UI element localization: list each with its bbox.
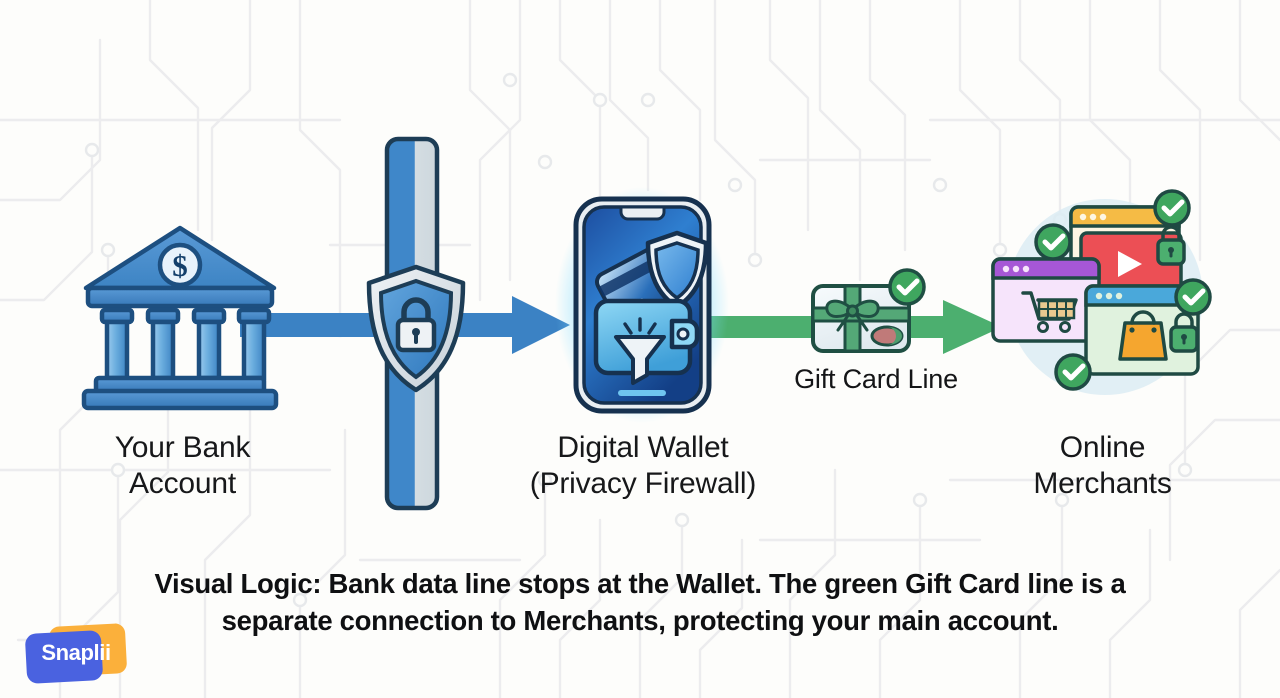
shield-lock-icon [366,264,466,393]
svg-text:$: $ [172,248,188,283]
logo-wordmark: Snaplii [41,640,111,665]
check-badge-right [1174,278,1212,316]
browser-windows-icon [991,189,1212,395]
check-badge-left [1034,223,1072,261]
smartphone-wallet-icon [555,187,729,423]
merchants-label: Online Merchants [1033,431,1172,500]
node-online-merchants [985,185,1220,405]
node-bank-account: $ [80,222,280,412]
bank-label: Your Bank Account [114,431,251,500]
bank-building-icon: $ [81,225,279,411]
check-badge-bottom [1054,353,1092,391]
logo-cards-icon [25,623,127,684]
snaplii-logo[interactable]: Snaplii [18,623,138,685]
node-privacy-barrier [366,136,480,511]
node-gift-card [805,268,930,363]
gift-card-line-label: Gift Card Line [794,364,958,394]
gift-card-icon [811,268,926,353]
wallet-label: Digital Wallet (Privacy Firewall) [529,431,757,500]
check-badge-top-right [1153,189,1191,227]
node-digital-wallet [555,185,730,425]
caption-text: Visual Logic: Bank data line stops at th… [154,568,1126,636]
